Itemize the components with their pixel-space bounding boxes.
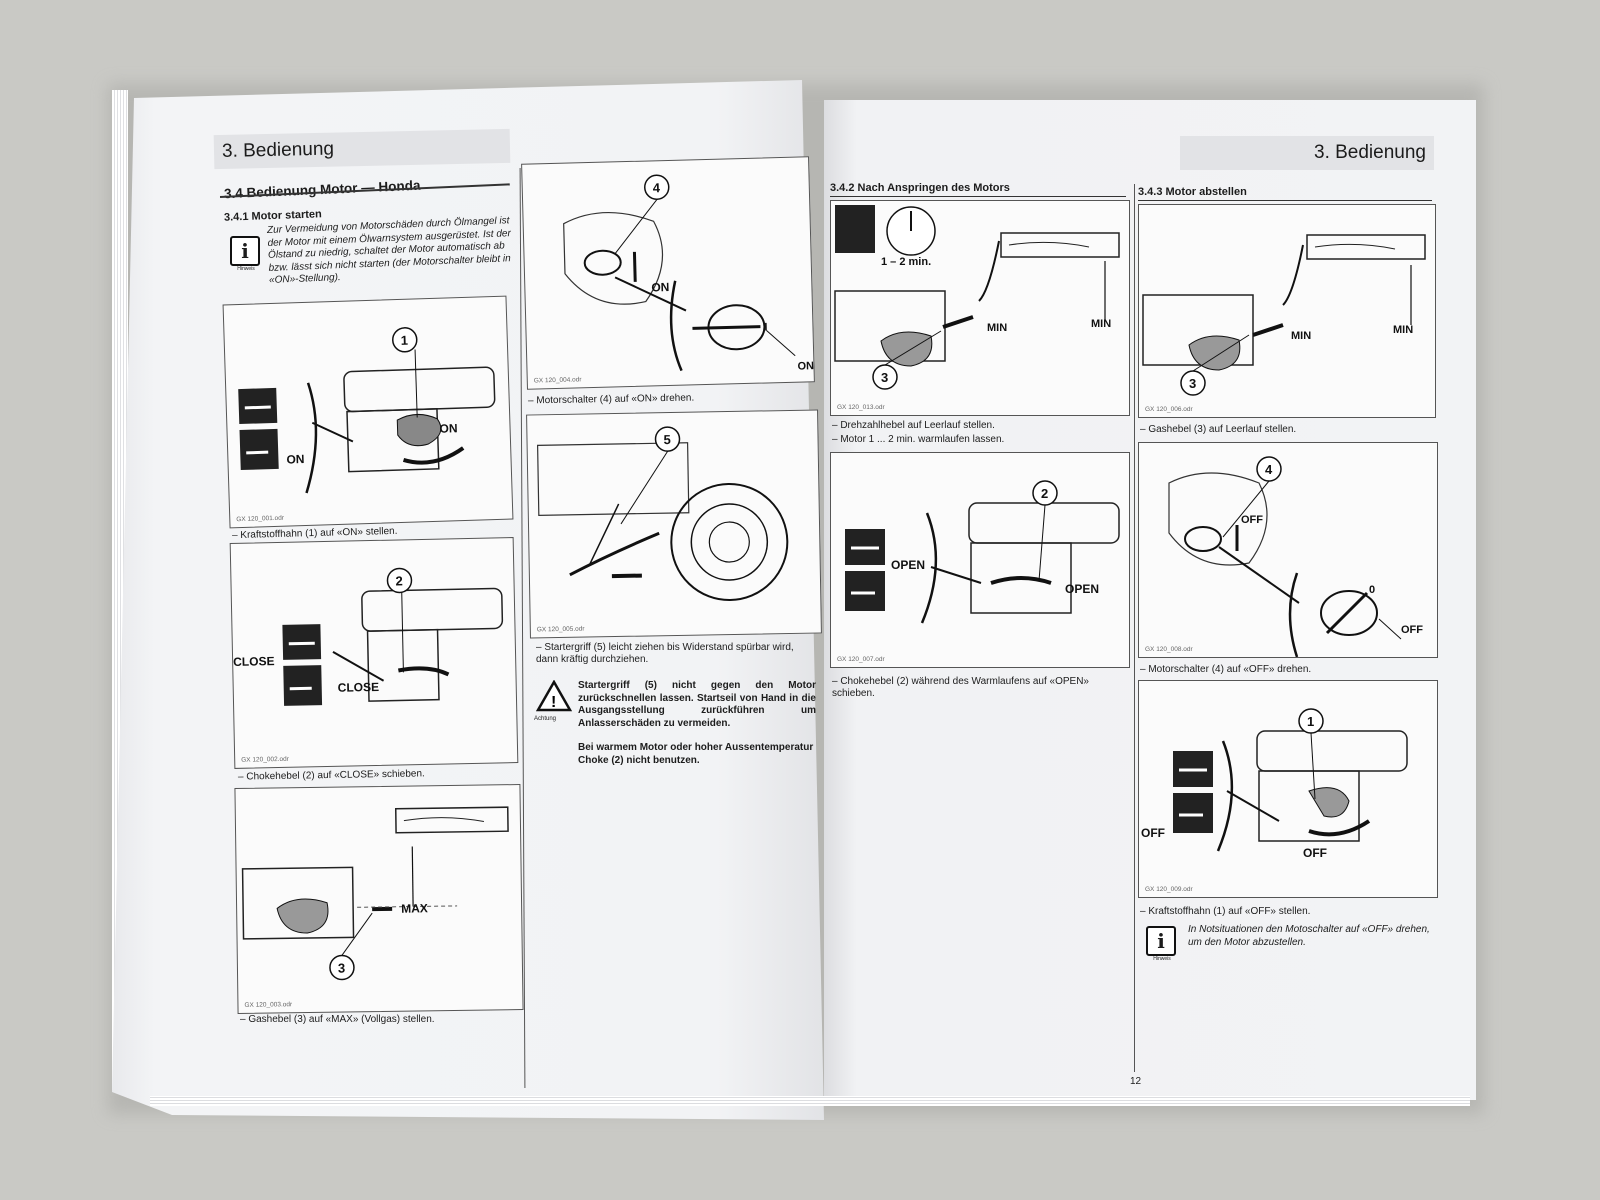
fig-label: MIN [1091,318,1111,330]
figure-engine-switch-on: 4 ON ON I GX 120_004.odr [521,156,815,390]
subsection-title: 3.4.2 Nach Anspringen des Motors [830,182,1010,194]
header-text: 3. Bedienung [1314,142,1426,163]
engine-illustration: 2 OPEN OPEN [845,480,1120,624]
fig-label: ON [439,421,457,436]
callout-number: 1 [1307,714,1314,729]
fig-label: CLOSE [233,654,275,669]
figure-choke-open: 2 OPEN OPEN GX 120_007.odr [830,452,1130,668]
fig-label: MAX [401,901,428,915]
callout-number: 2 [1041,486,1048,501]
engine-illustration: 3 MAX [241,806,509,981]
callout-number: 1 [401,333,409,348]
callout-number: 5 [663,432,670,447]
page-edges [150,1096,1470,1106]
figure-throttle-idle: 3 MIN MIN GX 120_006.odr [1138,204,1436,418]
fuel-pump-icon [845,571,885,611]
caption: – Chokehebel (2) während des Warmlaufens… [832,676,1089,699]
note-label: Hinweis [1153,956,1171,962]
subsection-title: 3.4.3 Motor abstellen [1138,186,1247,198]
figure-choke-close: 2 CLOSE CLOSE GX 120_002.odr [229,537,519,769]
figure-throttle-max: 3 MAX GX 120_003.odr [234,784,524,1014]
figure-warm-up-idle: 3 1 – 2 min. MIN MIN GX 120_013.odr [830,200,1130,416]
callout-number: 3 [881,370,888,385]
fig-label: OFF [1141,826,1165,840]
callout-number: 4 [653,180,661,195]
figure-id: GX 120_007.odr [837,656,885,663]
warning-label: Achtung [534,716,557,722]
callout-number: 3 [338,960,345,975]
figure-fuel-tap-on: 1 ON ON GX 120_001.odr [222,295,514,529]
figure-id: GX 120_002.odr [241,755,289,764]
caption: – Startergriff (5) leicht ziehen bis Wid… [536,642,794,665]
fig-label: MIN [1291,330,1311,342]
fig-label: MIN [1393,324,1413,336]
header-text: 3. Bedienung [221,138,335,162]
choke-icon [835,205,875,253]
figure-id: GX 120_013.odr [837,404,885,411]
figure-id: GX 120_009.odr [1145,886,1193,893]
engine-illustration: 4 ON ON I [563,174,814,373]
caption: – Gashebel (3) auf «MAX» (Vollgas) stell… [240,1014,435,1025]
fig-label: ON [797,360,814,372]
fig-label: 0 [1369,584,1375,596]
fig-label: OPEN [891,558,925,572]
figure-id: GX 120_001.odr [236,514,285,524]
figure-starter-grip: 5 GX 120_005.odr [526,409,822,639]
warning-icon: ! [535,679,573,720]
svg-text:!: ! [551,694,556,711]
figure-id: GX 120_008.odr [1145,646,1193,653]
fig-label: MIN [987,322,1007,334]
subsection-rule [1138,200,1432,201]
figure-fuel-tap-off: 1 OFF OFF GX 120_009.odr [1138,680,1438,898]
note-text: Zur Vermeidung von Motorschäden durch Öl… [266,215,512,286]
callout-number: 3 [1189,376,1196,391]
fig-label: OFF [1241,514,1263,526]
figure-id: GX 120_005.odr [536,625,585,634]
figure-id: GX 120_004.odr [533,376,582,385]
note-label: Hinweis [237,266,255,272]
fig-label: OFF [1401,624,1423,636]
fig-label: OPEN [1065,582,1099,596]
note-text: In Notsituationen den Motoschalter auf «… [1188,924,1430,948]
fig-label: ON [286,452,304,467]
caption: – Kraftstoffhahn (1) auf «OFF» stellen. [1140,906,1311,917]
engine-illustration: 1 ON ON [238,327,496,494]
engine-illustration: 1 OFF OFF [1141,708,1408,860]
info-icon: i Hinweis [1146,926,1176,962]
right-page-header: 3. Bedienung [1180,136,1434,170]
caption: – Gashebel (3) auf Leerlauf stellen. [1140,424,1297,435]
fig-label: ON [651,280,669,294]
engine-illustration: 2 CLOSE CLOSE [233,567,504,706]
fig-label: I [764,321,767,333]
caption: – Motorschalter (4) auf «OFF» drehen. [1140,664,1312,675]
left-page-header: 3. Bedienung [213,128,511,170]
callout-number: 2 [395,573,403,588]
figure-id: GX 120_003.odr [244,1001,293,1009]
column-divider [1134,184,1135,1072]
engine-illustration: 5 [536,426,789,602]
subsection-rule [830,196,1126,197]
engine-illustration: 4 OFF OFF 0 [1168,456,1423,657]
page-number: 12 [1130,1076,1142,1087]
caption: – Motor 1 ... 2 min. warmlaufen lassen. [832,434,1005,445]
info-icon: i Hinweis [230,236,260,272]
caption: – Drehzahlhebel auf Leerlauf stellen. [832,420,995,431]
fig-label: CLOSE [338,680,380,695]
warning-text-1: Startergriff (5) nicht gegen den Motor z… [578,680,816,729]
engine-illustration: 3 MIN MIN [1142,234,1426,396]
time-label: 1 – 2 min. [881,256,931,268]
figure-id: GX 120_006.odr [1145,406,1193,413]
fig-label: OFF [1303,846,1327,860]
figure-engine-switch-off: 4 OFF OFF 0 GX 120_008.odr [1138,442,1438,658]
warning-text-2: Bei warmem Motor oder hoher Aussentemper… [578,742,814,766]
callout-number: 4 [1265,462,1273,477]
engine-illustration: 3 1 – 2 min. MIN MIN [834,205,1120,390]
